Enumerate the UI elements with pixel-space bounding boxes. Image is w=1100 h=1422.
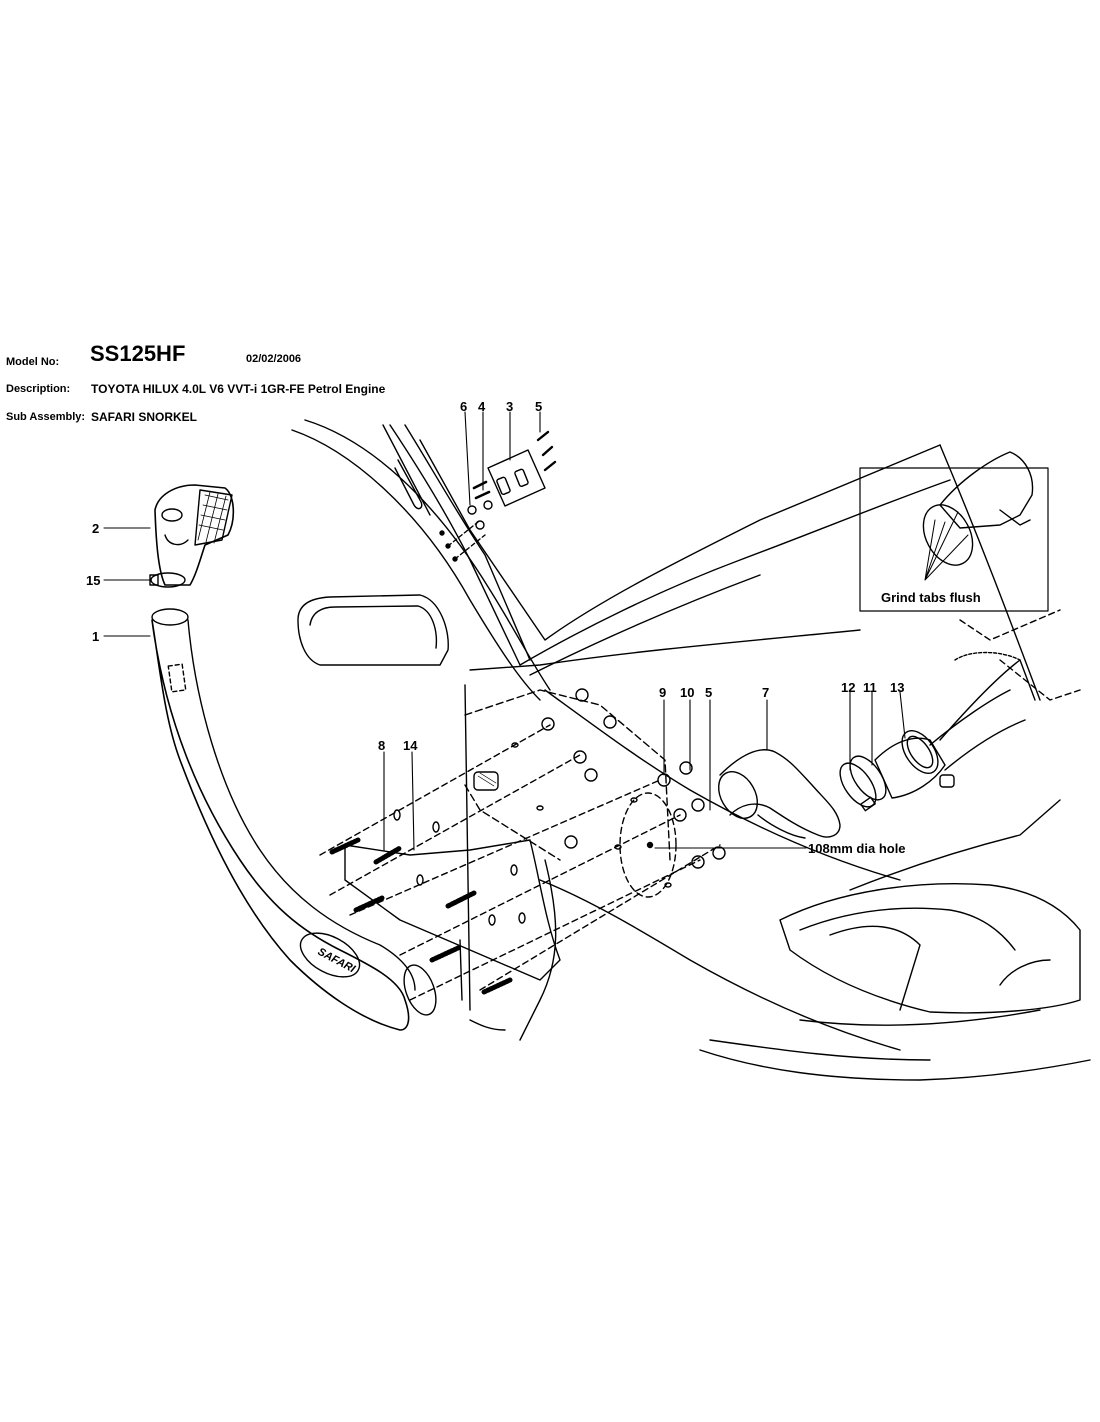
callout-13: 13 — [890, 680, 904, 695]
callout-3: 3 — [506, 399, 513, 414]
description-label: Description: — [6, 383, 71, 395]
callout-10: 10 — [680, 685, 694, 700]
inset-note: Grind tabs flush — [881, 590, 981, 605]
mounting-template — [344, 689, 677, 981]
callout-4: 4 — [478, 399, 486, 414]
subassembly-label: Sub Assembly: — [6, 411, 86, 423]
callout-5-top: 5 — [535, 399, 542, 414]
vehicle-body — [291, 419, 1091, 1081]
model-number-value: SS125HF — [90, 341, 186, 366]
intake-elbow-hose — [717, 749, 841, 839]
description-value: TOYOTA HILUX 4.0L V6 VVT-i 1GR-FE Petrol… — [91, 382, 386, 396]
safari-logo-badge — [299, 932, 361, 978]
callout-7: 7 — [762, 685, 769, 700]
leader-lines — [103, 411, 906, 851]
air-ram-head — [154, 484, 235, 586]
callout-14: 14 — [403, 738, 418, 753]
airbox-adaptor-13 — [874, 651, 1036, 799]
hole-size-note: 108mm dia hole — [808, 841, 906, 856]
callout-11: 11 — [863, 680, 877, 695]
callout-numbers: 2 15 1 6 4 3 5 8 14 9 10 5 7 12 11 13 10… — [86, 399, 981, 856]
inset-detail-box — [859, 451, 1049, 612]
date-value: 02/02/2006 — [246, 353, 302, 365]
hole-outline — [619, 792, 677, 898]
subassembly-value: SAFARI SNORKEL — [91, 410, 198, 424]
callout-1: 1 — [92, 629, 99, 644]
callout-12: 12 — [841, 680, 855, 695]
hose-clamps-11-12 — [839, 755, 887, 812]
callout-6: 6 — [460, 399, 467, 414]
antenna-bracket — [439, 430, 557, 562]
callout-5-mid: 5 — [705, 685, 712, 700]
callout-15: 15 — [86, 573, 100, 588]
fastener-set — [319, 688, 726, 1001]
callout-9: 9 — [659, 685, 666, 700]
callout-8: 8 — [378, 738, 385, 753]
callout-2: 2 — [92, 521, 99, 536]
model-number-label: Model No: — [6, 356, 60, 368]
